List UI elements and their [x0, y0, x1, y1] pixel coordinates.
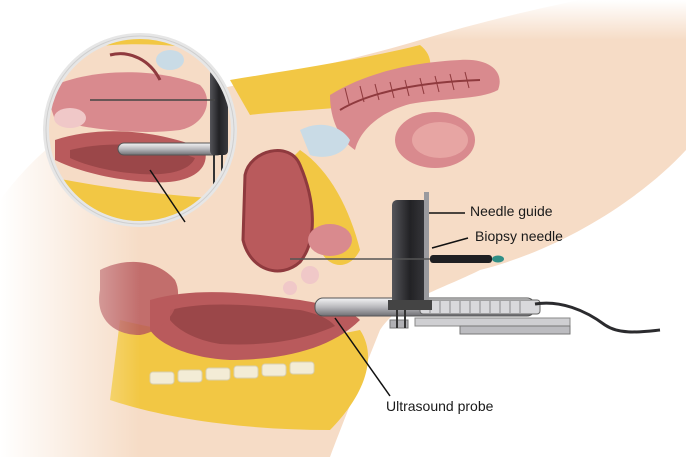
bone-segment — [289, 361, 315, 375]
membrane — [300, 124, 350, 157]
seminal-vesicle — [301, 266, 319, 284]
corpus-ridge — [359, 85, 365, 103]
testis-inner — [412, 122, 468, 158]
bone-segment — [205, 367, 231, 381]
rectum-inner — [170, 304, 335, 345]
corpus-ridge — [449, 73, 455, 91]
leader-biopsy-needle — [431, 237, 469, 249]
magnified-inset — [43, 33, 237, 227]
probe-stand — [389, 317, 571, 335]
corpus-ridge — [344, 87, 350, 105]
corpus-ridge — [404, 79, 410, 97]
bladder — [243, 150, 313, 271]
prostate — [308, 224, 352, 256]
bone-segment — [149, 371, 175, 385]
leader-ultrasound-probe — [334, 317, 391, 397]
corpus-ridge — [374, 83, 380, 101]
needle-guide — [388, 192, 432, 328]
bladder-wall — [241, 149, 314, 273]
penis — [330, 59, 500, 150]
urethra-line — [339, 79, 481, 111]
bone-segment — [261, 363, 287, 377]
sacrum-segments — [149, 361, 315, 385]
label-biopsy-needle: Biopsy needle — [475, 228, 563, 244]
corpus-ridge — [464, 71, 470, 89]
biopsy-needle — [290, 255, 504, 263]
fade-top — [0, 0, 686, 40]
label-needle-guide: Needle guide — [470, 203, 553, 219]
corpus-ridges — [344, 71, 470, 105]
bone-segment — [233, 365, 259, 379]
label-ultrasound-probe: Ultrasound probe — [386, 398, 494, 414]
seminal-vesicle-2 — [283, 281, 297, 295]
corpus-ridge — [434, 75, 440, 93]
corpus-ridge — [419, 77, 425, 95]
bone-segment — [177, 369, 203, 383]
corpus-ridge — [389, 81, 395, 99]
